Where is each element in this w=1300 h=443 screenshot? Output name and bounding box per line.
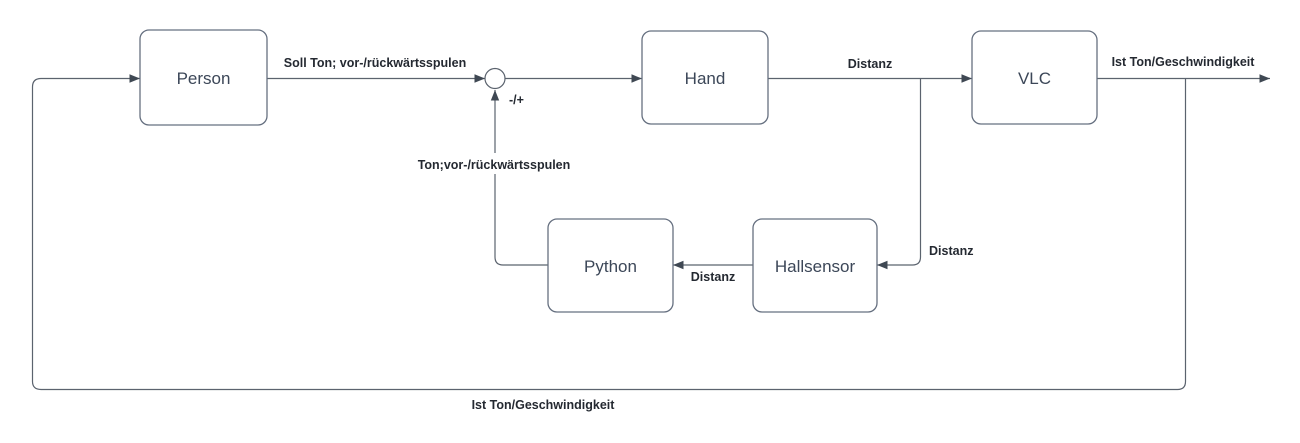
- label-distanz-top: Distanz: [848, 57, 892, 71]
- edge-python-to-junction: [490, 90, 548, 266]
- node-vlc: [971, 30, 1098, 125]
- node-hand-label: Hand: [685, 69, 726, 88]
- node-hallsensor: [752, 218, 878, 313]
- edge-feedback-ist-ton: [31, 74, 1187, 391]
- label-ist-ton-bottom: Ist Ton/Geschwindigkeit: [472, 398, 616, 412]
- node-vlc-label: VLC: [1018, 69, 1051, 88]
- node-python-label: Python: [584, 257, 637, 276]
- edge-labels: Soll Ton; vor-/rückwärtsspulen -/+ Dista…: [284, 55, 1255, 412]
- edge-distanz-to-hallsensor: [877, 78, 922, 270]
- label-distanz-mid: Distanz: [691, 270, 735, 284]
- label-soll-ton: Soll Ton; vor-/rückwärtsspulen: [284, 56, 466, 70]
- node-python: [547, 218, 674, 313]
- label-ton-feedback-mask: [403, 153, 587, 174]
- label-ton-feedback: Ton;vor-/rückwärtsspulen: [418, 158, 571, 172]
- node-person: [139, 29, 268, 126]
- label-junction-sign: -/+: [509, 93, 524, 107]
- edges: [31, 74, 1270, 391]
- label-ist-ton-top: Ist Ton/Geschwindigkeit: [1112, 55, 1256, 69]
- node-hallsensor-label: Hallsensor: [775, 257, 856, 276]
- node-hand: [641, 30, 769, 125]
- nodes: Person Hand VLC Python Hallsensor: [139, 29, 1098, 313]
- label-distanz-right: Distanz: [929, 244, 973, 258]
- summing-junction: [484, 67, 506, 90]
- node-person-label: Person: [177, 69, 231, 88]
